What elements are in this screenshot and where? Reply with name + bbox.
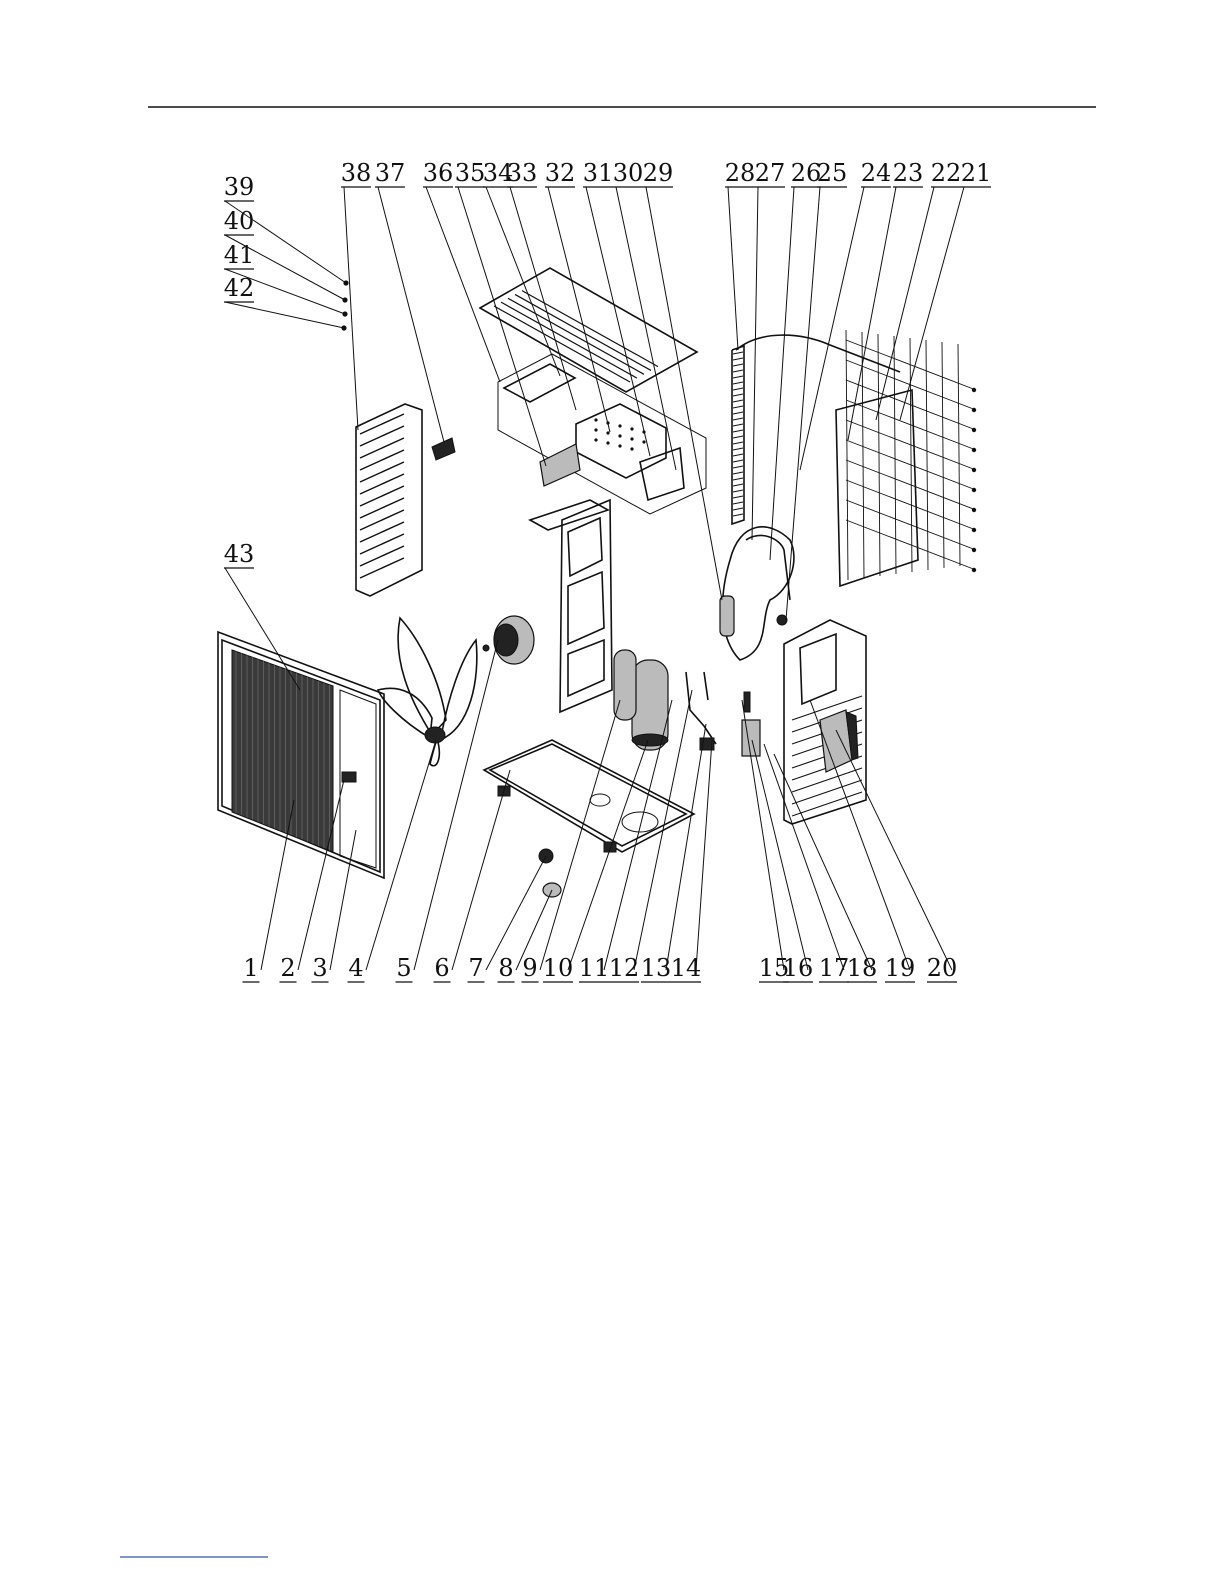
part-number-8: 8 <box>498 954 513 982</box>
part-number-10: 10 <box>543 954 574 982</box>
rear-wire-guard <box>836 330 976 586</box>
front-panel-with-grille <box>218 632 384 878</box>
part-number-17: 17 <box>819 954 850 982</box>
part-number-42: 42 <box>224 274 255 302</box>
screws <box>341 280 348 330</box>
part-number-38: 38 <box>341 159 372 187</box>
part-number-41: 41 <box>224 241 255 269</box>
part-number-20: 20 <box>927 954 958 982</box>
left-part-numbers: 39 40 41 42 43 <box>224 173 255 568</box>
part-number-40: 40 <box>224 207 255 235</box>
condenser-coil <box>732 335 900 524</box>
part-number-37: 37 <box>375 159 406 187</box>
part-number-29: 29 <box>643 159 674 187</box>
part-number-23: 23 <box>893 159 924 187</box>
part-number-22: 22 <box>931 159 962 187</box>
part-number-25: 25 <box>817 159 848 187</box>
part-number-6: 6 <box>434 954 449 982</box>
part-number-12: 12 <box>609 954 640 982</box>
leader-lines <box>225 187 964 970</box>
part-number-14: 14 <box>671 954 702 982</box>
fan-blade <box>378 618 477 766</box>
part-number-31: 31 <box>583 159 614 187</box>
motor-bracket <box>530 500 612 712</box>
base-pan <box>484 740 694 852</box>
part-number-21: 21 <box>961 159 992 187</box>
part-number-39: 39 <box>224 173 255 201</box>
part-number-16: 16 <box>783 954 814 982</box>
part-number-36: 36 <box>423 159 454 187</box>
part-number-35: 35 <box>455 159 486 187</box>
side-grille-panel <box>356 404 422 596</box>
part-number-4: 4 <box>348 954 363 982</box>
part-number-28: 28 <box>725 159 756 187</box>
part-number-18: 18 <box>847 954 878 982</box>
part-number-30: 30 <box>613 159 644 187</box>
drain-plugs <box>539 849 561 897</box>
part-number-11: 11 <box>579 954 610 982</box>
part-number-5: 5 <box>396 954 411 982</box>
compressor <box>614 650 668 750</box>
part-number-19: 19 <box>885 954 916 982</box>
part-number-3: 3 <box>312 954 327 982</box>
part-number-7: 7 <box>468 954 483 982</box>
part-number-24: 24 <box>861 159 892 187</box>
refrigerant-pipes <box>720 527 794 660</box>
part-number-43: 43 <box>224 540 255 568</box>
part-number-1: 1 <box>243 954 258 982</box>
part-number-13: 13 <box>641 954 672 982</box>
fan-motor <box>483 616 534 664</box>
part-number-32: 32 <box>545 159 576 187</box>
part-number-9: 9 <box>522 954 537 982</box>
part-number-2: 2 <box>280 954 295 982</box>
part-number-27: 27 <box>755 159 786 187</box>
part-number-33: 33 <box>507 159 538 187</box>
